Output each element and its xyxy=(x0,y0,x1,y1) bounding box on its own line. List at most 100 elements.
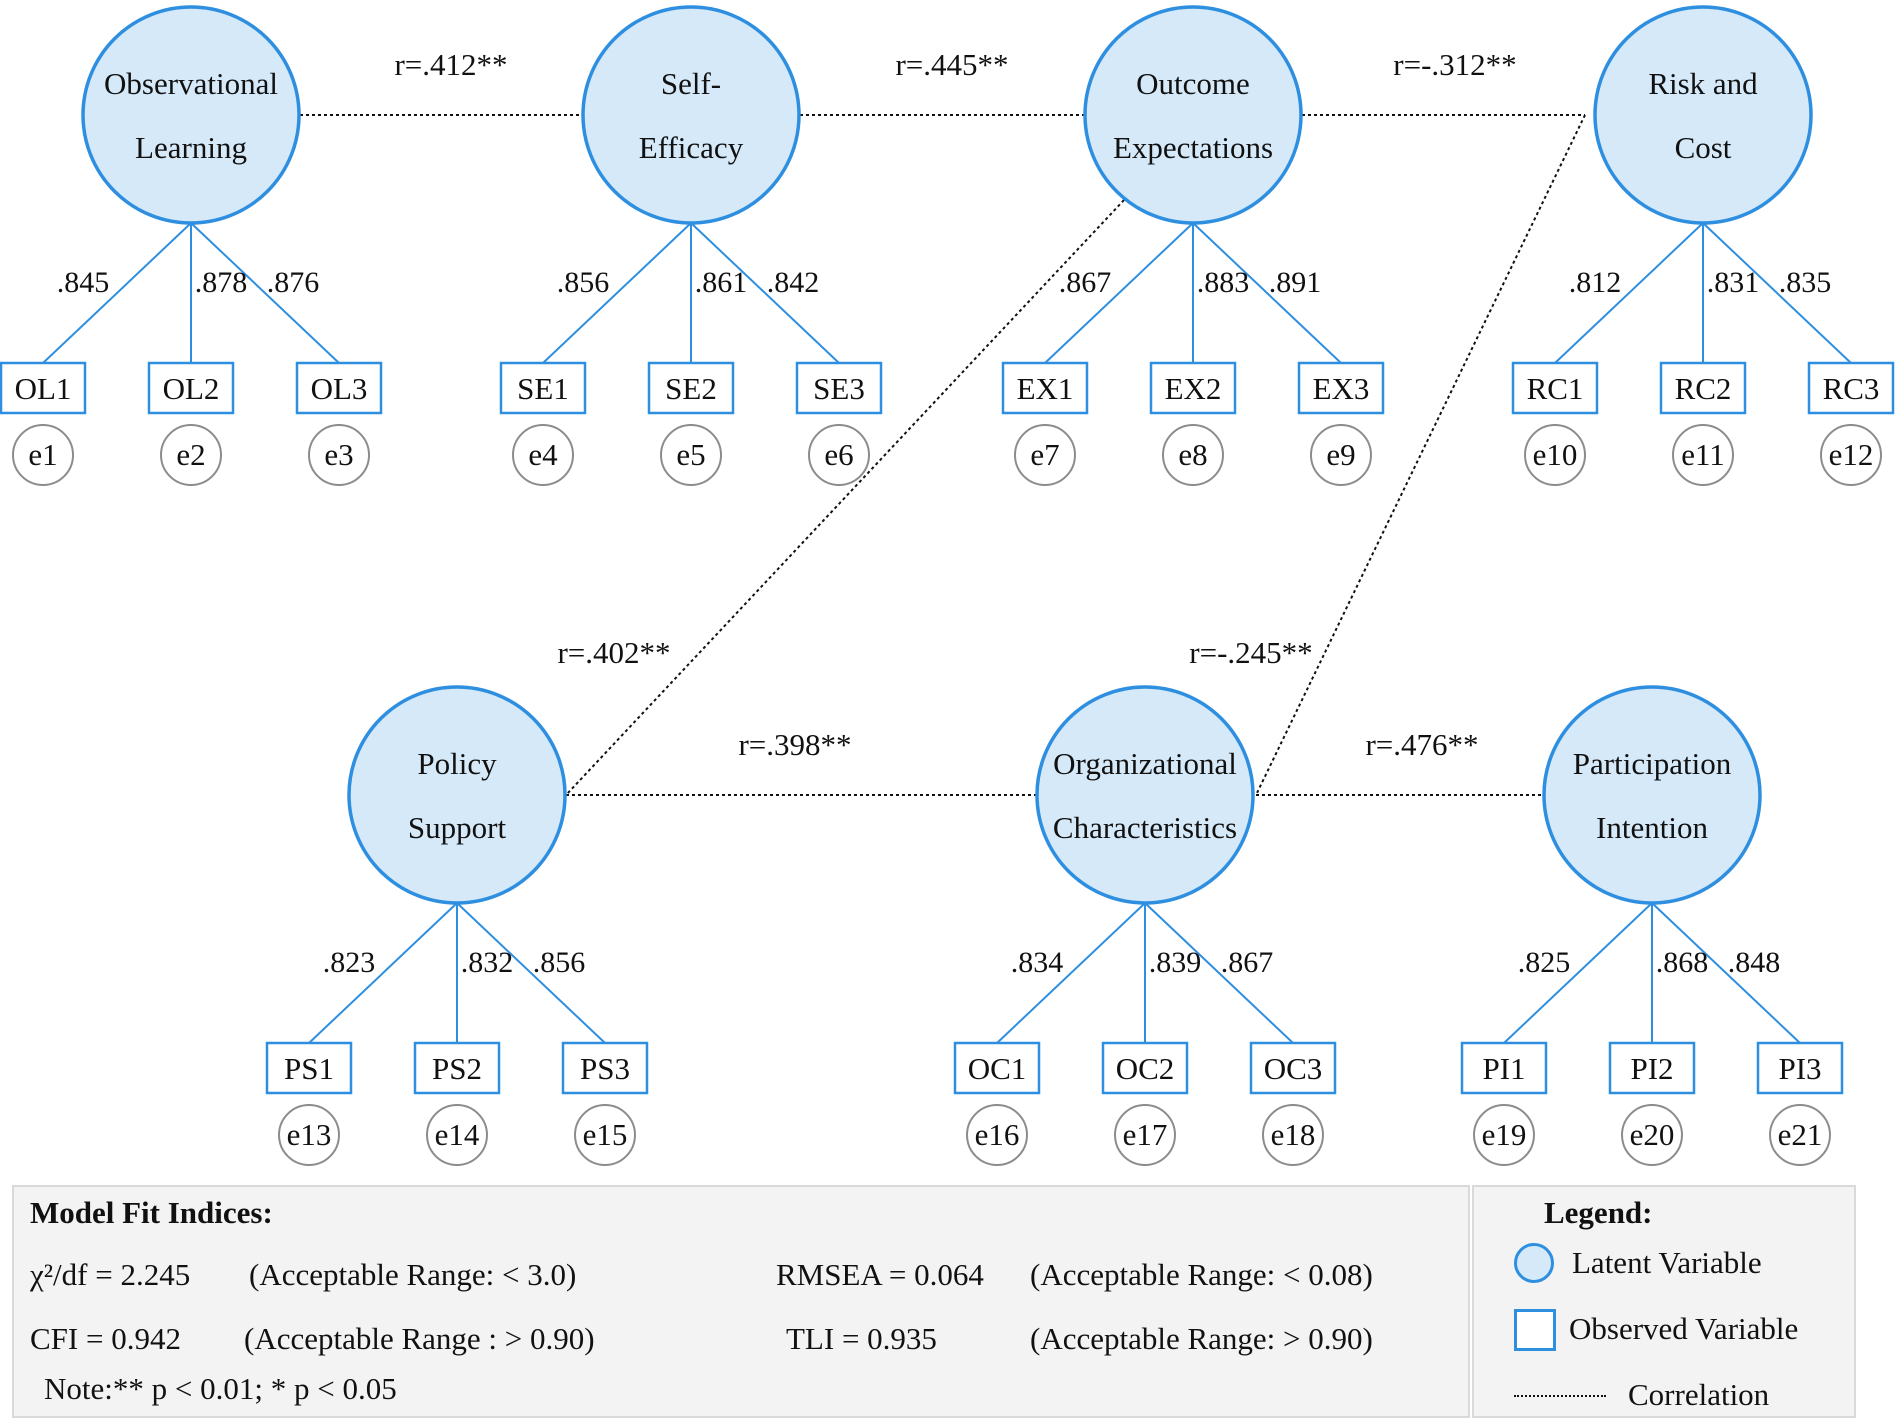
loading-label-pi3: .848 xyxy=(1728,946,1781,979)
error-term-label-e18: e18 xyxy=(1271,1117,1316,1152)
error-term-e5 xyxy=(660,424,722,486)
error-term-label-e1: e1 xyxy=(28,437,57,472)
error-term-label-e5: e5 xyxy=(676,437,705,472)
loading-line-rc1 xyxy=(1554,222,1704,364)
fit-cfi-range: (Acceptable Range : > 0.90) xyxy=(244,1321,595,1356)
error-term-e17 xyxy=(1114,1104,1176,1166)
correlation-label-oc-pi: r=.476** xyxy=(1365,727,1478,762)
model-fit-panel: Model Fit Indices: χ²/df = 2.245 (Accept… xyxy=(12,1185,1470,1418)
observed-variable-label-ol3: OL3 xyxy=(311,371,368,406)
observed-variable-oc3 xyxy=(1249,1041,1337,1095)
latent-variable-ol xyxy=(81,5,301,225)
loading-line-pi3 xyxy=(1651,902,1801,1044)
latent-variable-se xyxy=(581,5,801,225)
observed-variable-ps1 xyxy=(265,1041,353,1095)
error-term-e3 xyxy=(308,424,370,486)
latent-variable-pi xyxy=(1542,685,1762,905)
latent-variable-label-pi: Participation xyxy=(1573,746,1732,781)
error-term-label-e11: e11 xyxy=(1681,437,1725,472)
loading-line-se3 xyxy=(690,222,840,364)
loading-label-rc3: .835 xyxy=(1779,266,1832,299)
latent-variable-label-ps: Support xyxy=(408,810,507,845)
observed-variable-oc1 xyxy=(953,1041,1041,1095)
loading-line-ol3 xyxy=(190,222,340,364)
loading-line-ps3 xyxy=(456,902,606,1044)
loading-label-pi2: .868 xyxy=(1656,946,1709,979)
error-term-e2 xyxy=(160,424,222,486)
error-term-label-e19: e19 xyxy=(1482,1117,1527,1152)
error-term-e1 xyxy=(12,424,74,486)
observed-variable-ps3 xyxy=(561,1041,649,1095)
error-term-e14 xyxy=(426,1104,488,1166)
legend-title: Legend: xyxy=(1544,1195,1653,1230)
observed-variable-ps2 xyxy=(413,1041,501,1095)
observed-variable-label-rc3: RC3 xyxy=(1823,371,1880,406)
error-term-e15 xyxy=(574,1104,636,1166)
error-term-label-e15: e15 xyxy=(583,1117,628,1152)
observed-variable-label-rc2: RC2 xyxy=(1675,371,1732,406)
observed-variable-label-oc3: OC3 xyxy=(1264,1051,1323,1086)
observed-variable-label-se3: SE3 xyxy=(813,371,865,406)
loading-line-ex3 xyxy=(1192,222,1342,364)
observed-variable-pi1 xyxy=(1460,1041,1548,1095)
fit-rmsea-range: (Acceptable Range: < 0.08) xyxy=(1030,1257,1373,1292)
observed-variable-ex2 xyxy=(1149,361,1237,415)
observed-variable-ol1 xyxy=(0,361,87,415)
loading-label-se3: .842 xyxy=(767,266,820,299)
loading-label-rc2: .831 xyxy=(1707,266,1760,299)
error-term-label-e7: e7 xyxy=(1030,437,1059,472)
observed-variable-label-ol2: OL2 xyxy=(163,371,220,406)
fit-tli-range: (Acceptable Range: > 0.90) xyxy=(1030,1321,1373,1356)
error-term-label-e8: e8 xyxy=(1178,437,1207,472)
observed-variable-label-rc1: RC1 xyxy=(1527,371,1584,406)
observed-variable-label-ex3: EX3 xyxy=(1313,371,1370,406)
loading-label-pi1: .825 xyxy=(1518,946,1571,979)
loading-label-ex3: .891 xyxy=(1269,266,1322,299)
error-term-e4 xyxy=(512,424,574,486)
fit-chi-square-range: (Acceptable Range: < 3.0) xyxy=(249,1257,577,1292)
legend-panel: Legend: Latent Variable Observed Variabl… xyxy=(1472,1185,1856,1418)
latent-variable-ex xyxy=(1083,5,1303,225)
latent-variable-label-ps: Policy xyxy=(417,746,497,781)
loading-label-ps2: .832 xyxy=(461,946,514,979)
observed-variable-ex3 xyxy=(1297,361,1385,415)
error-term-label-e2: e2 xyxy=(176,437,205,472)
loading-label-ol1: .845 xyxy=(57,266,110,299)
loading-label-oc1: .834 xyxy=(1011,946,1064,979)
fit-tli: TLI = 0.935 xyxy=(786,1321,937,1356)
error-term-label-e20: e20 xyxy=(1630,1117,1675,1152)
error-term-e16 xyxy=(966,1104,1028,1166)
error-term-e9 xyxy=(1310,424,1372,486)
observed-variable-label-pi3: PI3 xyxy=(1778,1051,1821,1086)
loading-label-ps3: .856 xyxy=(533,946,586,979)
legend-observed-label: Observed Variable xyxy=(1569,1311,1799,1346)
observed-variable-se2 xyxy=(647,361,735,415)
observed-variable-ol3 xyxy=(295,361,383,415)
correlation-label-ol-se: r=.412** xyxy=(394,47,507,82)
error-term-e21 xyxy=(1769,1104,1831,1166)
latent-variable-label-ol: Observational xyxy=(104,66,278,101)
loading-label-ex2: .883 xyxy=(1197,266,1250,299)
loading-label-ex1: .867 xyxy=(1059,266,1112,299)
observed-variable-label-ex2: EX2 xyxy=(1165,371,1222,406)
correlation-line-symbol-icon xyxy=(1514,1395,1606,1397)
correlation-label-ps-oc: r=.398** xyxy=(738,727,851,762)
fit-note: Note:** p < 0.01; * p < 0.05 xyxy=(44,1371,397,1406)
observed-variable-label-oc1: OC1 xyxy=(968,1051,1027,1086)
observed-variable-label-se1: SE1 xyxy=(517,371,569,406)
error-term-e6 xyxy=(808,424,870,486)
error-term-label-e16: e16 xyxy=(975,1117,1020,1152)
latent-variable-label-rc: Cost xyxy=(1675,130,1732,165)
observed-variable-rc3 xyxy=(1807,361,1895,415)
loading-label-se1: .856 xyxy=(557,266,610,299)
error-term-label-e13: e13 xyxy=(287,1117,332,1152)
error-term-e19 xyxy=(1473,1104,1535,1166)
observed-variable-label-oc2: OC2 xyxy=(1116,1051,1175,1086)
latent-variable-label-oc: Organizational xyxy=(1053,746,1237,781)
latent-variable-label-ol: Learning xyxy=(135,130,247,165)
observed-variable-rc1 xyxy=(1511,361,1599,415)
loading-label-ps1: .823 xyxy=(323,946,376,979)
observed-variable-label-ex1: EX1 xyxy=(1017,371,1074,406)
correlation-label-se-ex: r=.445** xyxy=(895,47,1008,82)
